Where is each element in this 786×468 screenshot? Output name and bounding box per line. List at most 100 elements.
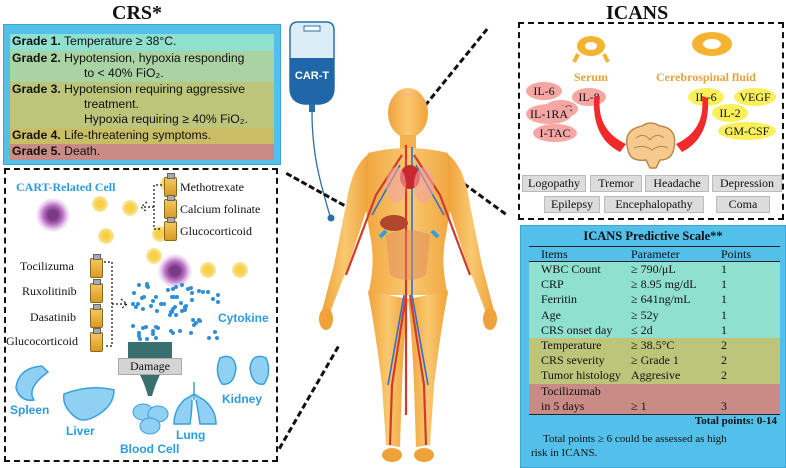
scale-cell-item: Temperature — [541, 338, 602, 352]
cart-cell-purple — [158, 254, 192, 288]
csf-marker-il2: IL-2 — [712, 104, 748, 122]
cytokine-dot — [186, 286, 191, 291]
header-points: Points — [721, 247, 752, 261]
scale-cell-param: ≤ 2d — [631, 322, 653, 337]
grade-text: Death. — [64, 144, 101, 158]
organ-kidney: Kidney — [222, 392, 263, 406]
cytokine-dot — [216, 292, 220, 297]
drug-bottle-icon — [90, 279, 103, 303]
serum-arrow-icon — [593, 96, 626, 152]
car-t-label: CAR-T — [294, 70, 330, 82]
car-t-iv-bag — [289, 21, 335, 222]
drug-ruxolitinib: Ruxolitinib — [22, 284, 77, 298]
drug-glucocorticoid-2: Glucocorticoid — [6, 334, 78, 348]
cart-cell-yellow — [92, 196, 108, 212]
cytokine-dot — [191, 323, 196, 328]
scale-cell-item: Ferritin — [541, 292, 577, 307]
drug-bottle-icon — [90, 304, 103, 328]
grade-text: Temperature ≥ 38°C. — [63, 34, 177, 48]
scale-bottom-rule — [529, 414, 780, 415]
cytokine-dot — [173, 305, 178, 310]
cytokine-dot — [145, 284, 150, 289]
cytokine-dot — [140, 306, 145, 311]
grade-text: to < 40% FiO₂. — [84, 66, 164, 80]
cytokine-dot — [130, 302, 135, 307]
cytokine-label: Cytokine — [218, 311, 269, 325]
cytokine-dot — [201, 289, 206, 294]
scale-cell-points: 3 — [721, 398, 727, 413]
cytokine-dot — [169, 309, 174, 314]
scale-cell-item: CRP — [541, 277, 564, 292]
scale-cell-param: ≥ 8.95 mg/dL — [631, 277, 697, 292]
header-parameter: Parameter — [631, 247, 680, 261]
scale-cell-points: 2 — [721, 338, 727, 352]
scale-cell-param: ≥ Grade 1 — [631, 353, 679, 368]
cytokine-dot — [210, 296, 215, 301]
cart-cell-purple — [36, 198, 70, 232]
cytokine-dot — [213, 330, 218, 335]
symptom-epilepsy: Epilepsy — [544, 196, 600, 213]
cytokine-dot — [144, 282, 149, 287]
drug-bottle-icon — [164, 217, 177, 241]
cytokine-dot — [170, 287, 175, 292]
cytokine-dot — [159, 302, 164, 307]
crs-grade-5: Grade 5. Death. — [10, 144, 274, 160]
serum-label: Serum — [574, 70, 608, 84]
organ-lung: Lung — [176, 428, 206, 442]
damage-label: Damage — [118, 358, 182, 375]
cytokine-dot — [179, 283, 184, 288]
cytokine-dot — [137, 333, 142, 338]
cytokine-dot — [182, 308, 187, 313]
scale-cell-param: ≥ 52y — [631, 307, 659, 322]
cytokine-dot — [184, 304, 189, 309]
icans-title: ICANS — [606, 2, 669, 24]
grade-label: Grade 1. — [12, 34, 61, 48]
lung-icon — [173, 382, 217, 425]
bracket-arrow-icon — [140, 184, 162, 230]
scale-cell-item: Tocilizumab — [541, 383, 601, 398]
cytokine-dot — [190, 297, 195, 302]
scale-cell-item: in 5 days — [541, 398, 585, 413]
scale-header: Items Parameter Points — [529, 246, 780, 262]
scale-note-line1: Total points ≥ 6 could be assessed as hi… — [543, 433, 727, 445]
cytokine-dot — [189, 330, 194, 335]
crs-grade-2: Grade 2. Hypotension, hypoxia responding… — [10, 51, 274, 82]
cytokine-dot — [167, 312, 172, 317]
drug-bottle-icon — [164, 173, 177, 197]
cart-related-cell-label: CART-Related Cell — [16, 180, 116, 194]
scale-cell-item: CRS onset day — [541, 322, 613, 337]
cytokine-dot — [172, 295, 177, 300]
grade-text: Hypoxia requiring ≥ 40% FiO₂. — [84, 112, 248, 126]
scale-cell-points: 2 — [721, 368, 727, 383]
cart-cell-yellow — [232, 262, 248, 278]
cart-cell-yellow — [122, 200, 138, 216]
blood-cell-icon — [132, 403, 169, 435]
csf-arrow-icon — [676, 96, 709, 152]
cytokine-dot — [134, 305, 139, 310]
scale-cell-item: WBC Count — [541, 262, 601, 276]
drug-tocilizuma: Tocilizuma — [20, 259, 74, 273]
cart-cell-yellow — [146, 248, 162, 264]
icans-predictive-scale: ICANS Predictive Scale** Items Parameter… — [520, 225, 786, 468]
csf-label: Cerebrospinal fluid — [656, 70, 756, 84]
organ-blood-cell: Blood Cell — [120, 442, 180, 456]
drug-methotrexate: Methotrexate — [180, 180, 244, 194]
cytokine-dot — [197, 317, 202, 322]
crs-grade-3: Grade 3. Hypotension requiring aggressiv… — [10, 82, 274, 128]
cytokine-dot — [155, 309, 160, 314]
cytokine-dot — [149, 304, 154, 309]
symptom-encephalopathy: Encephalopathy — [604, 196, 704, 213]
cytokine-dot — [196, 289, 201, 294]
kidney-icon — [216, 355, 270, 385]
symptom-coma: Coma — [716, 196, 770, 213]
cytokine-dot — [137, 283, 142, 288]
cytokine-dot — [214, 336, 219, 341]
cytokine-dot — [137, 331, 142, 336]
